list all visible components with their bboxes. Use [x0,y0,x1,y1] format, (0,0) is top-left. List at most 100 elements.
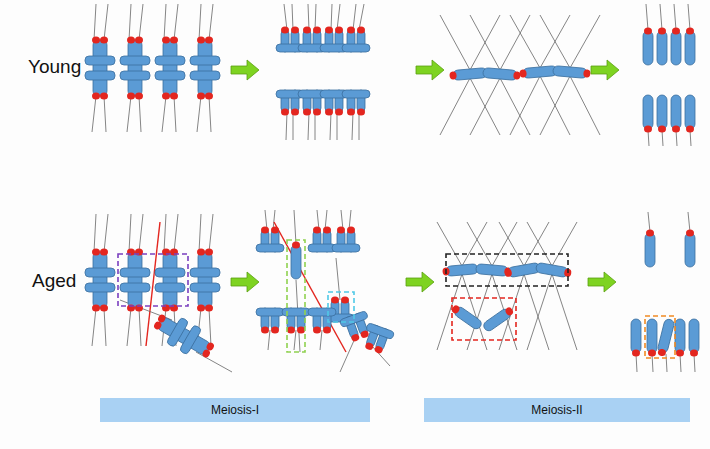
spindle-fiber [540,76,570,135]
chromosome [442,264,478,277]
spindle-fiber [660,4,662,30]
chromosome [671,28,681,66]
spindle-fiber [164,214,166,252]
chromosome [155,37,185,100]
progression-arrow [231,272,259,292]
spindle-fiber [470,78,500,135]
spindle-fiber [274,222,346,352]
chromosome [120,249,150,312]
spindle-fiber [467,222,492,266]
chromosome [483,68,521,81]
spindle-fiber [284,4,287,30]
spindle-fiber [164,4,166,40]
spindle-fiber [199,214,201,252]
spindle-fiber [336,258,340,300]
spindle-fiber [470,78,500,135]
spindle-fiber [340,336,356,372]
spindle-fiber [308,4,309,30]
spindle-fiber [674,4,676,30]
phase-bar: Meiosis-II [424,398,690,422]
spindle-fiber [527,222,552,266]
spindle-fiber [308,112,309,140]
chromosome [291,242,301,280]
chromosome [256,308,284,334]
chromosome [647,319,657,357]
chromosome [482,305,515,332]
chromosome [476,264,512,277]
chromosome [671,95,681,133]
spindle-fiber [636,354,637,372]
spindle-fiber [162,96,166,132]
chromosome [685,230,695,268]
spindle-fiber [470,15,500,70]
spindle-fiber [92,96,96,132]
spindle-fiber [510,15,540,68]
spindle-fiber [524,222,549,266]
spindle-fiber [359,112,360,140]
spindle-fiber [129,214,131,252]
chromosome [535,262,572,278]
spindle-fiber [174,4,178,40]
spindle-fiber [527,274,552,350]
spindle-fiber [552,274,577,350]
spindle-fiber [139,96,141,132]
progression-arrow [588,272,616,292]
spindle-fiber [104,214,108,252]
highlight-boxes [118,240,675,358]
chromosome [308,308,336,334]
spindle-fiber [688,212,690,232]
chromosome [643,28,653,66]
spindle-fiber [127,308,131,346]
spindle-fiber [540,15,570,68]
spindle-fiber [499,222,524,266]
spindle-fiber [372,346,390,366]
progression-arrow [231,60,259,80]
spindle-fiber [540,15,570,68]
chromosome [657,95,667,133]
chromosome [675,319,685,357]
chromosome [190,249,220,312]
highlight-box [446,254,568,286]
spindle-fiber [139,308,141,346]
spindle-fiber [570,15,600,68]
chromosome [645,230,655,268]
spindle-fiber [646,4,648,30]
spindle-fiber [353,4,356,30]
chromosome [689,319,699,357]
spindle-fiber [104,308,106,346]
spindle-fiber [680,354,681,372]
chromosome [256,227,284,253]
phase-label: Meiosis-I [211,403,259,417]
spindle-fiber [688,4,690,30]
spindle-fiber [694,354,695,372]
chromosome [332,227,360,253]
chromosomes [85,27,699,365]
spindle-fiber [648,212,650,232]
chromosome [360,323,395,357]
phase-label: Meiosis-II [531,403,582,417]
spindle-fiber [359,4,364,30]
spindle-fiber [139,214,143,252]
chromosome [190,37,220,100]
spindle-fiber [331,4,332,30]
spindle-fiber [315,112,316,140]
chromosome [553,66,591,79]
spindle-fiber [286,112,287,140]
spindle-fiber [570,76,600,135]
spindle-fiber [652,354,653,372]
spindle-fiber [440,15,470,70]
row-label: Young [28,56,81,78]
phase-bar: Meiosis-I [100,398,370,422]
spindle-fiber [437,222,462,266]
chromosome [342,27,370,53]
spindle-fiber [139,4,143,40]
spindle-fiber [492,222,517,266]
chromosome [342,90,370,116]
chromosome [85,37,115,100]
progression-arrow [406,272,434,292]
spindle-fiber [294,330,296,350]
highlight-box [328,292,354,322]
spindle-fiber [209,214,213,252]
highlight-box [645,316,675,358]
